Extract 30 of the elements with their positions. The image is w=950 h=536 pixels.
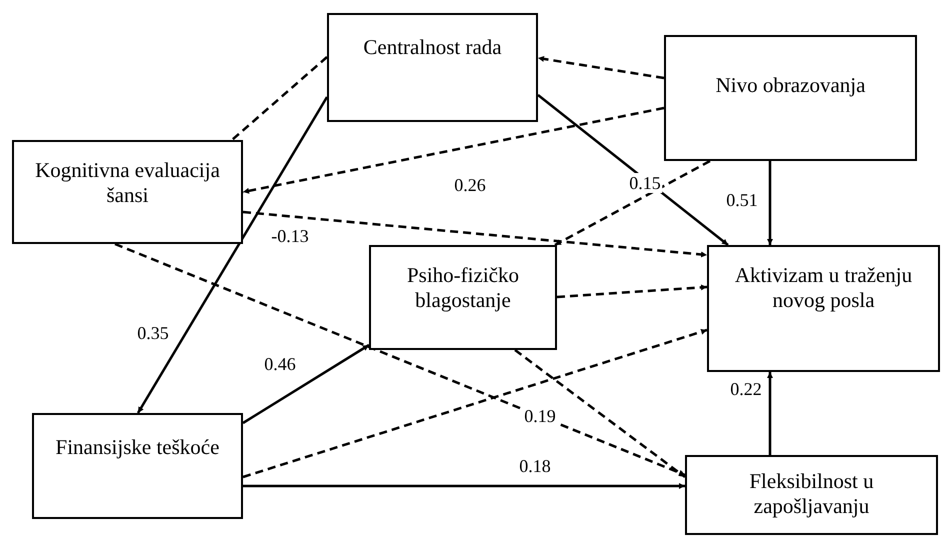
arrow	[556, 284, 708, 298]
arrow	[114, 242, 686, 476]
arrow	[242, 210, 708, 258]
arrow	[514, 349, 686, 478]
arrow	[242, 106, 664, 194]
variable-name: Finansijske teškoće	[56, 435, 220, 460]
arrow	[136, 96, 328, 414]
variable-box	[685, 455, 938, 535]
variable-box	[707, 245, 940, 372]
variable-name: Centralnost rada	[363, 35, 502, 60]
arrow	[242, 328, 708, 478]
variable-box	[369, 245, 557, 350]
arrow	[767, 161, 773, 245]
arrow	[767, 372, 773, 455]
variable-name: Kognitivna evaluacija šansi	[34, 158, 221, 208]
edge-label: 0.19	[523, 406, 557, 426]
arrow	[243, 483, 685, 489]
variable-box	[664, 35, 917, 161]
variable-name: Nivo obrazovanja	[716, 73, 866, 98]
arrow	[538, 56, 664, 80]
variable-name: Aktivizam u traženju novog posla	[734, 263, 914, 313]
arrow	[242, 344, 370, 424]
variable-box	[32, 413, 243, 519]
arrow	[537, 94, 729, 246]
path-coefficient: 0.15	[628, 173, 662, 193]
arrow	[554, 160, 711, 246]
variable-box	[327, 13, 538, 122]
variable-name: Fleksibilnost u zapošljavanju	[748, 469, 875, 519]
variable-box	[12, 140, 243, 244]
variable-name: Psiho-fizičko blagostanje	[406, 263, 520, 313]
